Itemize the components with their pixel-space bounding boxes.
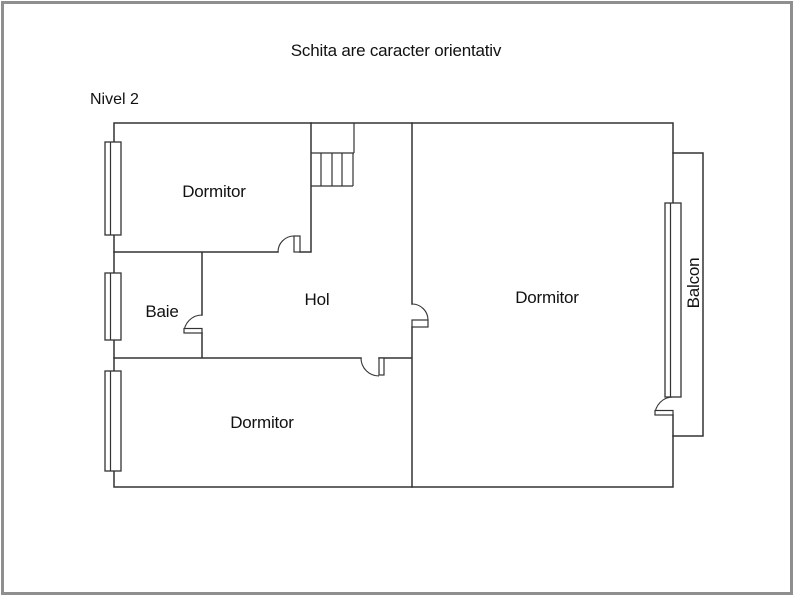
balcony-outline	[672, 152, 704, 437]
door-swing-icon-dormitor-bottom	[360, 357, 385, 377]
door-swing-icon-balcon	[654, 396, 674, 416]
room-labels: Dormitor Baie Hol Dormitor Dormitor Balc…	[145, 182, 703, 432]
room-label-dormitor-top-left: Dormitor	[182, 182, 246, 201]
room-label-dormitor-right: Dormitor	[515, 288, 579, 307]
door-swing-icon-dormitor-top	[277, 235, 301, 253]
outer-wall-outline	[113, 122, 674, 488]
doors	[183, 235, 674, 416]
window-icon-left-bottom	[104, 370, 122, 472]
window-icon-left-middle	[104, 272, 122, 341]
door-swing-icon-dormitor-right	[411, 303, 429, 328]
window-icon-right-balcony	[664, 202, 682, 398]
window-icon-left-top	[104, 141, 122, 236]
door-swing-icon-baie	[183, 314, 203, 334]
level-label: Nivel 2	[90, 91, 139, 108]
stairs-icon	[311, 123, 355, 187]
stairs-treads	[320, 153, 343, 186]
room-label-baie: Baie	[145, 302, 178, 321]
interior-walls	[113, 122, 413, 488]
room-label-hol: Hol	[305, 290, 330, 309]
page-title: Schita are caracter orientativ	[291, 41, 502, 60]
room-label-dormitor-bottom: Dormitor	[230, 413, 294, 432]
page-frame	[1, 1, 793, 595]
walls	[113, 122, 704, 488]
room-label-balcon: Balcon	[684, 258, 703, 309]
